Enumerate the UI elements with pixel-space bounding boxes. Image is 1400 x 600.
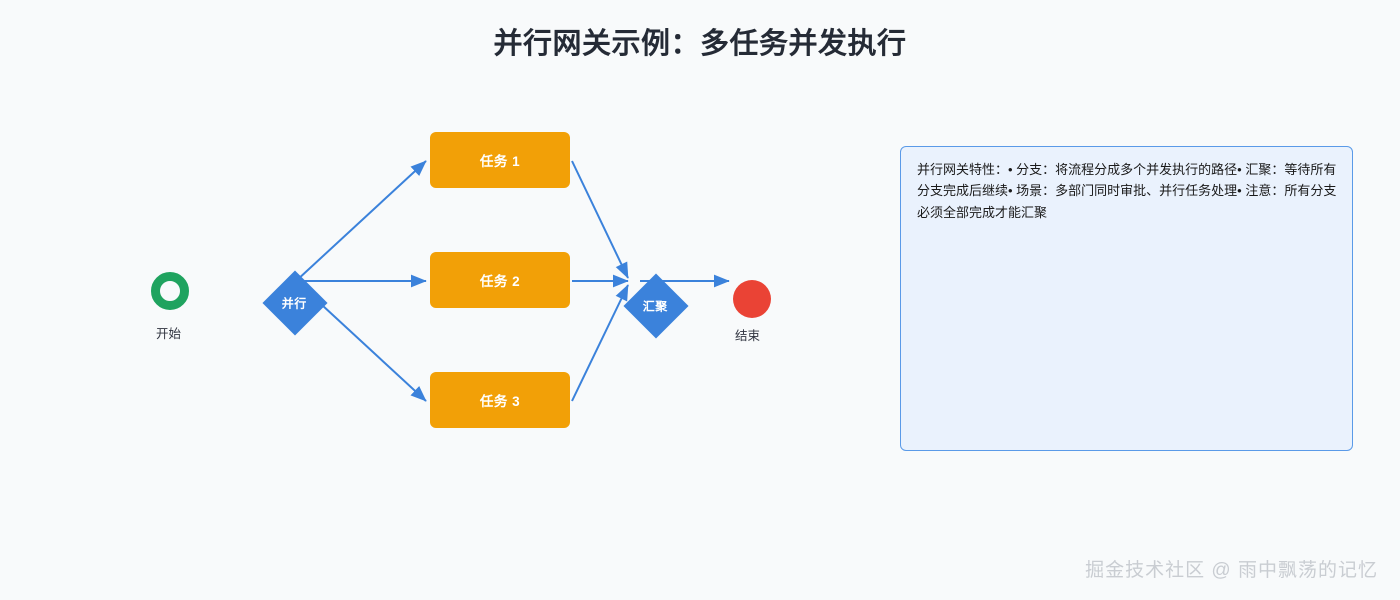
end-node-label: 结束 [735, 329, 761, 343]
edge-task1-to-join [571, 160, 629, 279]
watermark: 掘金技术社区 @ 雨中飘荡的记忆 [1085, 560, 1378, 581]
page-title: 并行网关示例：多任务并发执行 [493, 28, 907, 60]
task-node-2[interactable]: 任务 2 [430, 252, 570, 308]
task-node-1[interactable]: 任务 1 [430, 132, 570, 188]
join-gateway-label: 汇聚 [643, 299, 669, 314]
edge-fork-to-task1 [295, 160, 427, 282]
task-node-3[interactable]: 任务 3 [430, 372, 570, 428]
start-event-icon[interactable] [151, 272, 189, 310]
start-node-label: 开始 [156, 327, 182, 341]
end-event-icon[interactable] [733, 280, 771, 318]
edge-task3-to-join [571, 284, 629, 402]
info-panel: 并行网关特性：• 分支：将流程分成多个并发执行的路径• 汇聚：等待所有分支完成后… [900, 146, 1353, 451]
info-panel-text: 并行网关特性：• 分支：将流程分成多个并发执行的路径• 汇聚：等待所有分支完成后… [917, 162, 1337, 220]
fork-gateway-label: 并行 [282, 296, 308, 311]
